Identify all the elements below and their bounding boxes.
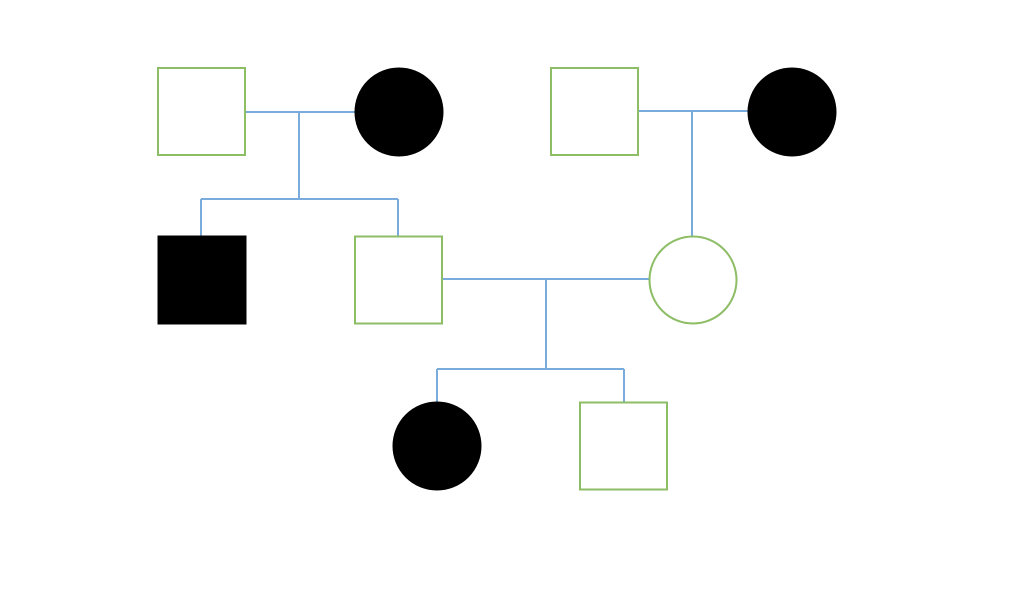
- unaffected-male-symbol: [550, 67, 639, 156]
- affected-female-symbol: [354, 67, 444, 157]
- unaffected-female-symbol: [648, 235, 738, 325]
- affected-female-symbol: [747, 67, 837, 157]
- affected-male-symbol: [157, 235, 247, 325]
- unaffected-male-symbol: [579, 401, 668, 491]
- unaffected-male-symbol: [157, 67, 246, 156]
- affected-female-symbol: [392, 401, 482, 491]
- unaffected-male-symbol: [354, 235, 443, 325]
